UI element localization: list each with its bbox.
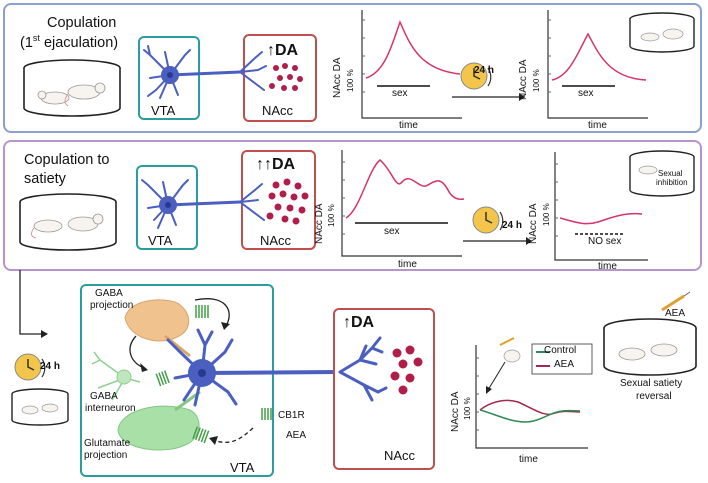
row2-graph1-xlabel: time [398,259,417,270]
row2-title-line2: satiety [24,171,66,187]
row2-graph1-event: sex [384,226,400,237]
row3-syringe-label: AEA [665,308,686,319]
row3-reversal-line1: Sexual satiety [620,378,683,389]
row2-clock-icon [472,206,504,234]
row2-inhibition-line1: Sexual [658,169,683,178]
row2-cage-small [629,150,695,197]
row1-graph1-xlabel: time [399,120,418,131]
row3-cage [11,388,69,426]
row3-aea-label: AEA [286,430,307,441]
row3-gaba-projection-line2: projection [90,300,134,311]
row3-clock-icon [14,353,46,381]
row2-clock-label: 24 h [502,220,523,231]
row1-da-label: ↑DA [267,42,299,59]
row1-clock-label: 24 h [474,65,495,76]
row2-panel [3,140,702,271]
row3-vta-label: VTA [230,460,255,475]
row2-graph2-event: NO sex [588,236,622,247]
row3-cb1r-label: CB1R [278,410,305,421]
row2-title-line1: Copulation to [24,152,110,168]
row1-clock-icon [460,62,492,90]
row1-title-line2: (1st ejaculation) [20,33,119,51]
row3-gaba-projection-line1: GABA [95,288,123,299]
row3-cage-right [603,291,697,376]
row3-glutamate-line2: projection [84,450,128,461]
row3-graph-tick: 100 % [463,397,472,420]
row2-nacc-label: NAcc [260,233,292,248]
row1-nacc-label: NAcc [262,103,294,118]
row1-cage [23,59,121,117]
row3-da-label: ↑DA [343,314,375,331]
row2-cage [19,193,117,251]
row3-legend-control: Control [544,345,577,356]
row1-vta-label: VTA [151,103,176,118]
row2-vta-label: VTA [148,233,173,248]
row3-gaba-interneuron-line2: interneuron [85,403,136,414]
row1-cage-small [629,12,695,53]
row3-legend-aea: AEA [554,359,575,370]
row1-graph2-xlabel: time [588,120,607,131]
row3-nacc-label: NAcc [384,448,416,463]
row3-graph-ylabel: NAcc DA [450,391,461,432]
row3-glutamate-line1: Glutamate [84,438,131,449]
row2-graph2-xlabel: time [598,261,617,272]
row3-graph-xlabel: time [519,454,538,465]
row1-graph2-event: sex [578,88,594,99]
row3-gaba-interneuron-line1: GABA [90,391,118,402]
row2-inhibition-line2: inhibition [656,178,688,187]
row1-panel [3,3,702,133]
row1-title-line1: Copulation [47,15,117,31]
row2-da-label: ↑↑DA [256,156,296,173]
row1-graph1-event: sex [392,88,408,99]
row3-clock-label: 24 h [40,361,61,372]
row3-reversal-line2: reversal [636,391,672,402]
